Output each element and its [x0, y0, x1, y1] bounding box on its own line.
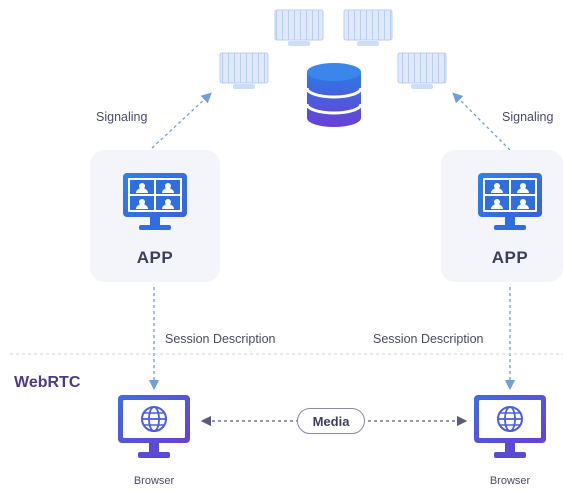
webrtc-label: WebRTC: [14, 374, 81, 391]
session-label-right: Session Description: [373, 332, 484, 346]
signaling-arrow-right: [452, 92, 511, 151]
signaling-label-right: Signaling: [502, 110, 554, 124]
client-monitor-icon: [343, 9, 393, 46]
video-grid-monitor-icon: [478, 173, 542, 230]
globe-monitor-icon: [118, 395, 190, 458]
client-monitor-icon: [219, 52, 269, 89]
signaling-arrow-left: [151, 92, 212, 149]
globe-monitor-icon: [474, 395, 546, 458]
client-monitor-icon: [274, 9, 324, 46]
media-label: Media: [297, 408, 365, 434]
browser-label-right: Browser: [489, 475, 531, 487]
database-icon: [305, 63, 363, 127]
client-monitor-icon: [397, 52, 447, 89]
signaling-label-left: Signaling: [96, 110, 148, 124]
browser-label-left: Browser: [133, 475, 175, 487]
app-label-right: APP: [491, 248, 529, 267]
app-label-left: APP: [136, 248, 174, 267]
video-grid-monitor-icon: [123, 173, 187, 230]
session-label-left: Session Description: [165, 332, 276, 346]
